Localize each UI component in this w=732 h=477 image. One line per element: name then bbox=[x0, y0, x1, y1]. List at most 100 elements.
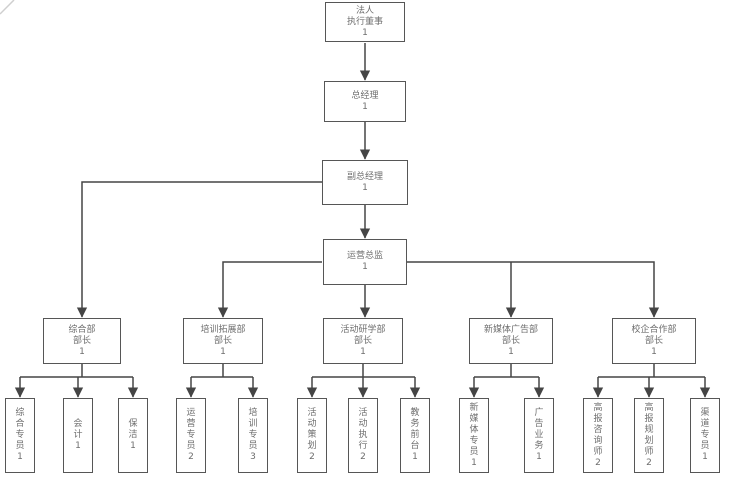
node-label-line: 综合部 bbox=[68, 324, 96, 335]
node-headcount: 1 bbox=[75, 441, 81, 451]
node-label-line: 校企合作部 bbox=[631, 324, 677, 335]
node-label-line: 员 bbox=[469, 446, 479, 457]
node-label-line: 高 bbox=[593, 402, 603, 413]
node-label-line: 新 bbox=[469, 402, 479, 413]
node-label-line: 体 bbox=[469, 424, 479, 435]
node-label-line: 师 bbox=[644, 446, 654, 457]
node-label-line: 新媒体广告部 bbox=[483, 324, 538, 335]
node-label-line: 专 bbox=[700, 430, 710, 440]
node-label-line: 会 bbox=[73, 419, 83, 429]
node-label-line: 业 bbox=[534, 430, 544, 440]
node-headcount: 1 bbox=[362, 101, 368, 112]
node-label-line: 划 bbox=[307, 441, 317, 451]
node-headcount: 2 bbox=[595, 457, 601, 468]
node-label-line: 部长 bbox=[501, 335, 520, 346]
node-headcount: 1 bbox=[362, 262, 368, 272]
node-label-line: 前 bbox=[410, 430, 420, 440]
node-label-line: 专 bbox=[248, 430, 258, 440]
node-label-line: 训 bbox=[248, 419, 258, 429]
node-label-line: 规 bbox=[644, 424, 654, 435]
node-label-line: 专 bbox=[469, 435, 479, 446]
node-label-line: 媒 bbox=[469, 413, 479, 424]
node-label-line: 运 bbox=[186, 408, 196, 418]
node-label-line: 划 bbox=[644, 435, 654, 446]
node-label-line: 员 bbox=[15, 441, 25, 451]
node-label-line: 员 bbox=[186, 441, 196, 451]
node-headcount: 1 bbox=[360, 346, 366, 357]
node-label-line: 务 bbox=[410, 419, 420, 429]
node-headcount: 1 bbox=[702, 452, 708, 462]
node-label-line: 员 bbox=[248, 441, 258, 451]
node-label-line: 培 bbox=[248, 408, 258, 418]
node-headcount: 3 bbox=[250, 452, 256, 462]
node-label-line: 动 bbox=[358, 419, 368, 429]
node-label-line: 行 bbox=[358, 441, 368, 451]
node-headcount: 1 bbox=[412, 452, 418, 462]
node-label-line: 报 bbox=[644, 413, 654, 424]
node-headcount: 1 bbox=[471, 457, 477, 468]
node-label-line: 务 bbox=[534, 441, 544, 451]
node-label-line: 员 bbox=[700, 441, 710, 451]
node-label-line: 部长 bbox=[353, 335, 372, 346]
node-label-line: 活 bbox=[307, 408, 317, 418]
node-label-line: 总经理 bbox=[351, 90, 379, 101]
node-headcount: 1 bbox=[362, 27, 368, 38]
node-headcount: 1 bbox=[130, 441, 136, 451]
node-headcount: 2 bbox=[646, 457, 652, 468]
node-label-line: 专 bbox=[15, 430, 25, 440]
node-headcount: 2 bbox=[360, 452, 366, 462]
node-label-line: 广 bbox=[534, 408, 544, 418]
node-headcount: 1 bbox=[536, 452, 542, 462]
node-label-line: 师 bbox=[593, 446, 603, 457]
node-headcount: 1 bbox=[362, 182, 368, 193]
node-label-line: 执行董事 bbox=[346, 16, 383, 27]
node-label-line: 综 bbox=[15, 408, 25, 418]
node-label-line: 部长 bbox=[644, 335, 663, 346]
node-headcount: 1 bbox=[220, 346, 226, 357]
node-headcount: 1 bbox=[17, 452, 23, 462]
node-label-line: 计 bbox=[73, 430, 83, 440]
node-label-line: 专 bbox=[186, 430, 196, 440]
node-label-line: 告 bbox=[534, 419, 544, 429]
node-label-line: 高 bbox=[644, 402, 654, 413]
node-label-line: 保 bbox=[128, 419, 138, 429]
node-label-line: 动 bbox=[307, 419, 317, 429]
node-label-line: 培训拓展部 bbox=[200, 324, 246, 335]
node-label-line: 道 bbox=[700, 419, 710, 429]
node-headcount: 1 bbox=[651, 346, 657, 357]
node-label-line: 活动研学部 bbox=[340, 324, 386, 335]
node-label-line: 合 bbox=[15, 419, 25, 429]
node-label-line: 法人 bbox=[355, 5, 374, 16]
node-label-line: 洁 bbox=[128, 430, 138, 440]
node-label-line: 运营总监 bbox=[346, 251, 383, 261]
node-label-line: 教 bbox=[410, 408, 420, 418]
node-headcount: 2 bbox=[188, 452, 194, 462]
node-label-line: 部长 bbox=[213, 335, 232, 346]
node-label-line: 台 bbox=[410, 441, 420, 451]
node-label-line: 部长 bbox=[72, 335, 91, 346]
node-headcount: 2 bbox=[309, 452, 315, 462]
